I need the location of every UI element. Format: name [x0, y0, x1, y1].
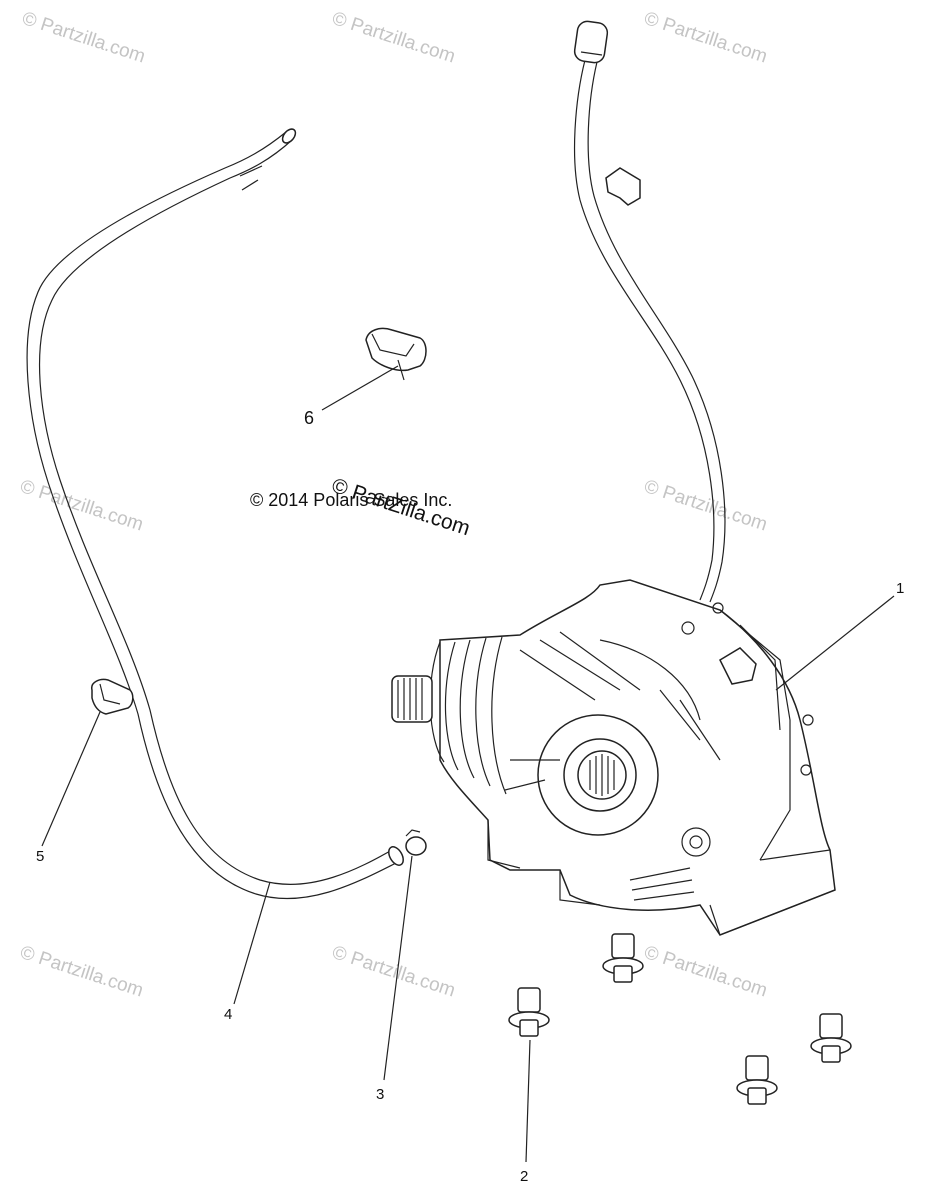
breather-tube [573, 20, 726, 603]
bolt-1 [508, 987, 550, 1037]
callout-6: 6 [304, 408, 315, 428]
clamp-3 [405, 829, 427, 856]
vent-hose [26, 128, 404, 900]
callout-5: 5 [36, 848, 45, 865]
leader-6 [321, 365, 399, 411]
clip-5 [91, 678, 134, 715]
leader-2 [525, 1039, 531, 1163]
bolt-2 [602, 933, 644, 983]
fitting-upper [605, 167, 641, 206]
bolt-3 [736, 1055, 778, 1105]
callout-2: 2 [520, 1168, 529, 1185]
leader-1 [775, 595, 895, 691]
leader-5 [41, 711, 101, 847]
callout-1: 1 [896, 580, 905, 597]
gearcase-housing [391, 579, 836, 936]
copyright-notice: © 2014 Polaris Sales Inc. [250, 490, 453, 510]
callout-3: 3 [376, 1086, 385, 1103]
leader-4 [233, 881, 271, 1005]
leader-3 [383, 855, 413, 1081]
bolt-4 [810, 1013, 852, 1063]
callout-4: 4 [224, 1006, 233, 1023]
hose-clamp-6 [365, 327, 427, 381]
